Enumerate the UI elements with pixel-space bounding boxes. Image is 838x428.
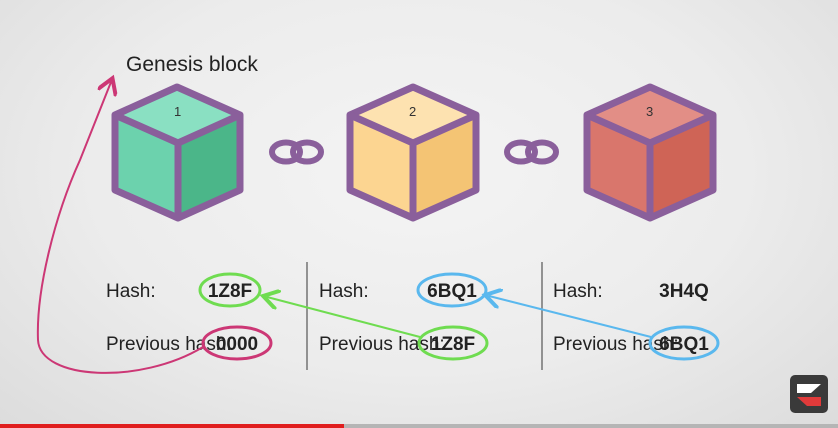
block-1-number: 1 [174, 104, 181, 119]
previous-hash-highlight-ring [648, 325, 720, 361]
genesis-block-label: Genesis block [126, 53, 258, 76]
block-3-number: 3 [646, 104, 653, 119]
hash-label: Hash: [319, 281, 369, 302]
previous-hash-reference-arrow [267, 297, 421, 338]
block-1-cube: 1 [111, 83, 244, 222]
hash-label: Hash: [553, 281, 603, 302]
block-2-number: 2 [409, 104, 416, 119]
genesis-reference-arrow [36, 82, 204, 374]
previous-hash-highlight-ring [417, 325, 489, 361]
block-2-cube: 2 [346, 83, 480, 222]
previous-hash-reference-arrow [489, 296, 652, 338]
block-3-cube: 3 [583, 83, 717, 222]
block-1-previous-hash: 0000 [216, 334, 258, 355]
block-2-hash: 6BQ1 [427, 281, 477, 302]
previous-hash-label: Previous hash: [106, 334, 232, 355]
block-3-hash: 3H4Q [659, 281, 709, 302]
video-progress-bar[interactable] [0, 424, 838, 428]
chain-link-icon [504, 139, 559, 165]
chain-link-icon [269, 139, 324, 165]
hash-label: Hash: [106, 281, 156, 302]
video-progress-fill [0, 424, 344, 428]
previous-hash-highlight-ring [201, 325, 273, 361]
block-1-hash: 1Z8F [208, 281, 252, 302]
block-2-previous-hash: 1Z8F [431, 334, 475, 355]
channel-logo-icon [790, 375, 828, 413]
previous-hash-label: Previous hash: [319, 334, 445, 355]
block-3-previous-hash: 6BQ1 [659, 334, 709, 355]
previous-hash-label: Previous hash: [553, 334, 679, 355]
